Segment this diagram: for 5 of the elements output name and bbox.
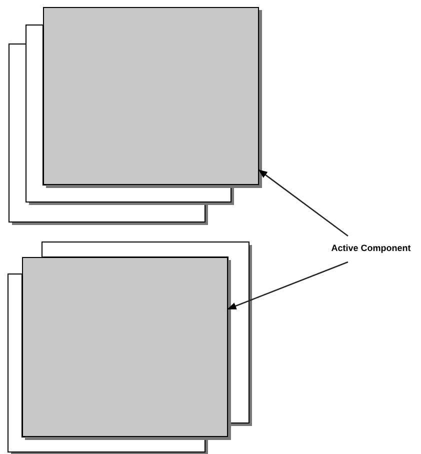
callout-label: Active Component: [331, 242, 411, 256]
arrow: [258, 170, 348, 237]
active-page: [43, 7, 259, 185]
arrow: [227, 261, 348, 310]
active-page: [22, 257, 228, 437]
